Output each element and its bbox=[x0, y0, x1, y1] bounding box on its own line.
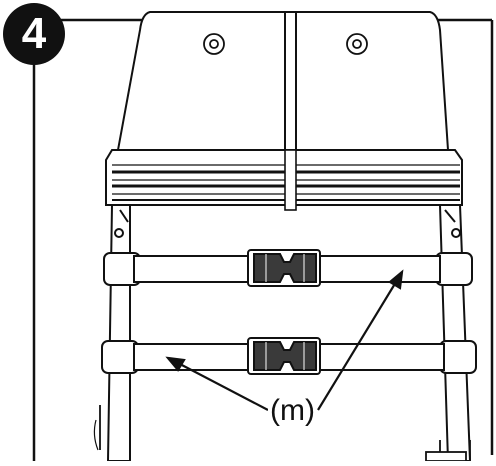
backrest-panel bbox=[116, 11, 450, 151]
center-strap bbox=[284, 149, 297, 211]
backrest-screw-right-icon bbox=[346, 33, 368, 55]
lower-buckle-icon bbox=[247, 337, 321, 375]
left-frame-tube bbox=[106, 204, 131, 462]
seat-crossbar bbox=[105, 149, 463, 206]
right-frame-tube bbox=[438, 204, 472, 462]
backrest-screw-left-icon bbox=[203, 33, 225, 55]
callout-arrows bbox=[165, 269, 404, 411]
callout-label-m: (m) bbox=[268, 394, 317, 427]
step-number: 4 bbox=[21, 9, 47, 58]
upper-buckle-icon bbox=[247, 249, 321, 287]
step-number-badge: 4 bbox=[3, 3, 65, 65]
